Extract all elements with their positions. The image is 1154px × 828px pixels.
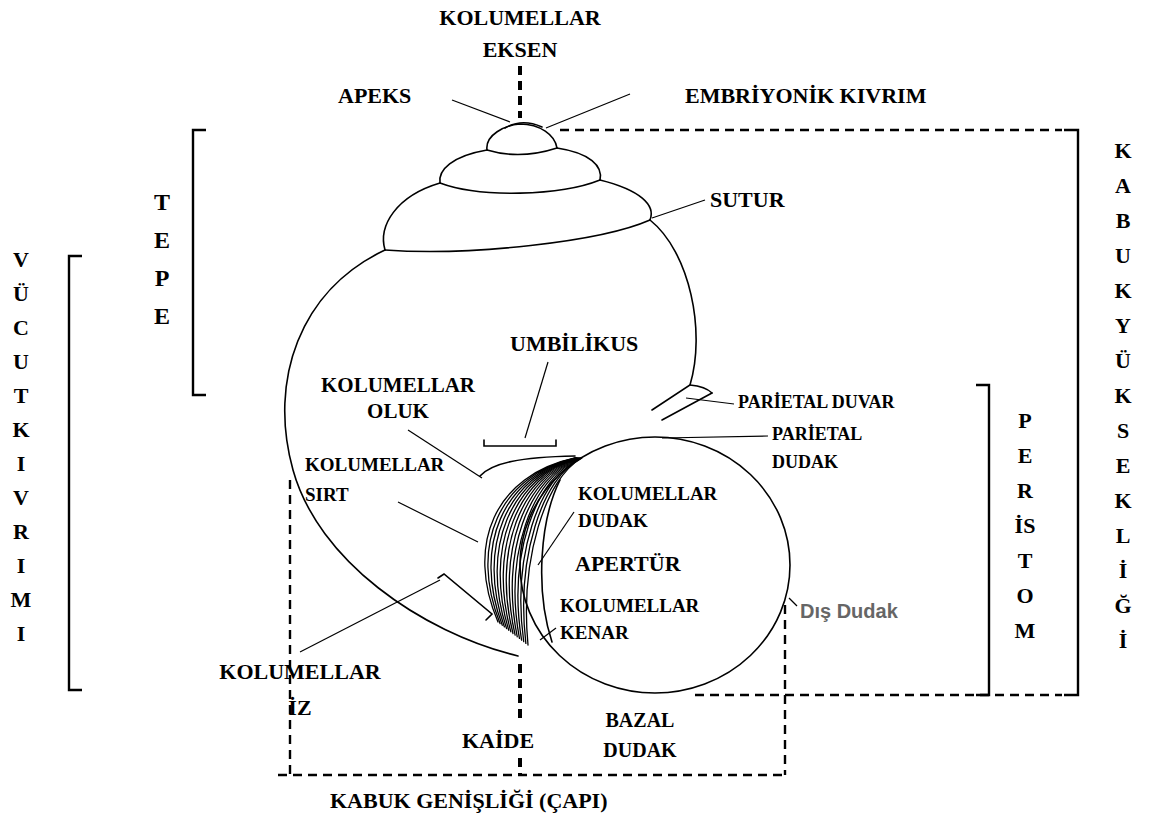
part-label: KOLUMELLAR DUDAK — [578, 480, 717, 534]
suture — [487, 148, 557, 155]
part-label: Dış Dudak — [800, 599, 898, 623]
bracket — [69, 256, 82, 690]
leader-line — [300, 580, 440, 652]
whorl — [384, 183, 440, 250]
dimension-line — [695, 694, 1062, 696]
leader-line — [546, 94, 630, 128]
part-label: KOLUMELLAR İZ — [219, 654, 380, 726]
parietal-wall — [662, 393, 712, 420]
leader-line — [789, 598, 797, 606]
part-label: APERTÜR — [575, 551, 681, 577]
whorl — [557, 148, 600, 180]
bracket — [1064, 130, 1078, 695]
dimension-lines — [278, 66, 1062, 775]
part-label: KOLUMELLAR OLUK — [321, 372, 475, 424]
embryonic-whorl — [505, 123, 542, 128]
axis-line — [518, 758, 522, 775]
brackets — [69, 130, 1078, 695]
leader-line — [538, 512, 574, 565]
part-label: SUTUR — [710, 187, 785, 213]
dimension-label: KABUK GENİŞLİĞİ (ÇAPI) — [330, 788, 607, 814]
region-label: PERİSTOM — [1014, 403, 1036, 648]
umbilicus-bracket — [484, 440, 556, 446]
columellar-ridge — [485, 458, 582, 645]
dimension-line — [560, 129, 1062, 131]
axis-line — [518, 66, 522, 118]
dimension-line — [278, 774, 787, 776]
columellar-margin — [542, 480, 560, 642]
axis-label: KOLUMELLAR EKSEN — [439, 2, 600, 66]
part-label: BAZAL DUDAK — [603, 705, 676, 765]
leader-line — [662, 436, 768, 438]
dimension-label: KABUK YÜKSEKLİĞİ — [1112, 133, 1134, 658]
part-label: KOLUMELLAR KENAR — [560, 592, 699, 646]
whorl — [600, 180, 651, 220]
aperture-rim — [520, 437, 790, 693]
suture — [440, 180, 600, 193]
parietal-wall — [690, 385, 712, 393]
leader-lines — [300, 94, 797, 652]
axis-line — [518, 664, 522, 722]
part-label: EMBRİYONİK KIVRIM — [685, 83, 926, 109]
region-label: VÜCUT KIVRIMI — [10, 243, 32, 651]
scar-bracket — [438, 574, 492, 620]
body-whorl — [285, 250, 518, 656]
dimension-line — [784, 605, 786, 775]
leader-line — [452, 100, 510, 122]
part-label: APEKS — [338, 83, 411, 109]
leader-line — [686, 398, 734, 404]
shell-outline — [285, 123, 790, 693]
suture — [385, 220, 650, 251]
ridge-stroke — [527, 458, 582, 645]
region-label: TEPE — [150, 183, 174, 335]
part-label: UMBİLİKUS — [510, 331, 638, 357]
part-label: KOLUMELLAR SIRT — [305, 450, 444, 510]
whorl — [440, 150, 487, 183]
leader-line — [398, 502, 478, 542]
part-label: PARİETAL DUDAK — [772, 420, 861, 476]
bracket — [193, 130, 206, 395]
leader-line — [525, 362, 548, 438]
part-label: PARİETAL DUVAR — [738, 391, 895, 413]
leader-line — [540, 628, 556, 640]
dimension-line — [289, 480, 291, 775]
part-label: KAİDE — [462, 728, 534, 754]
body-whorl — [650, 220, 696, 410]
bracket — [976, 385, 989, 695]
leader-line — [652, 200, 705, 218]
